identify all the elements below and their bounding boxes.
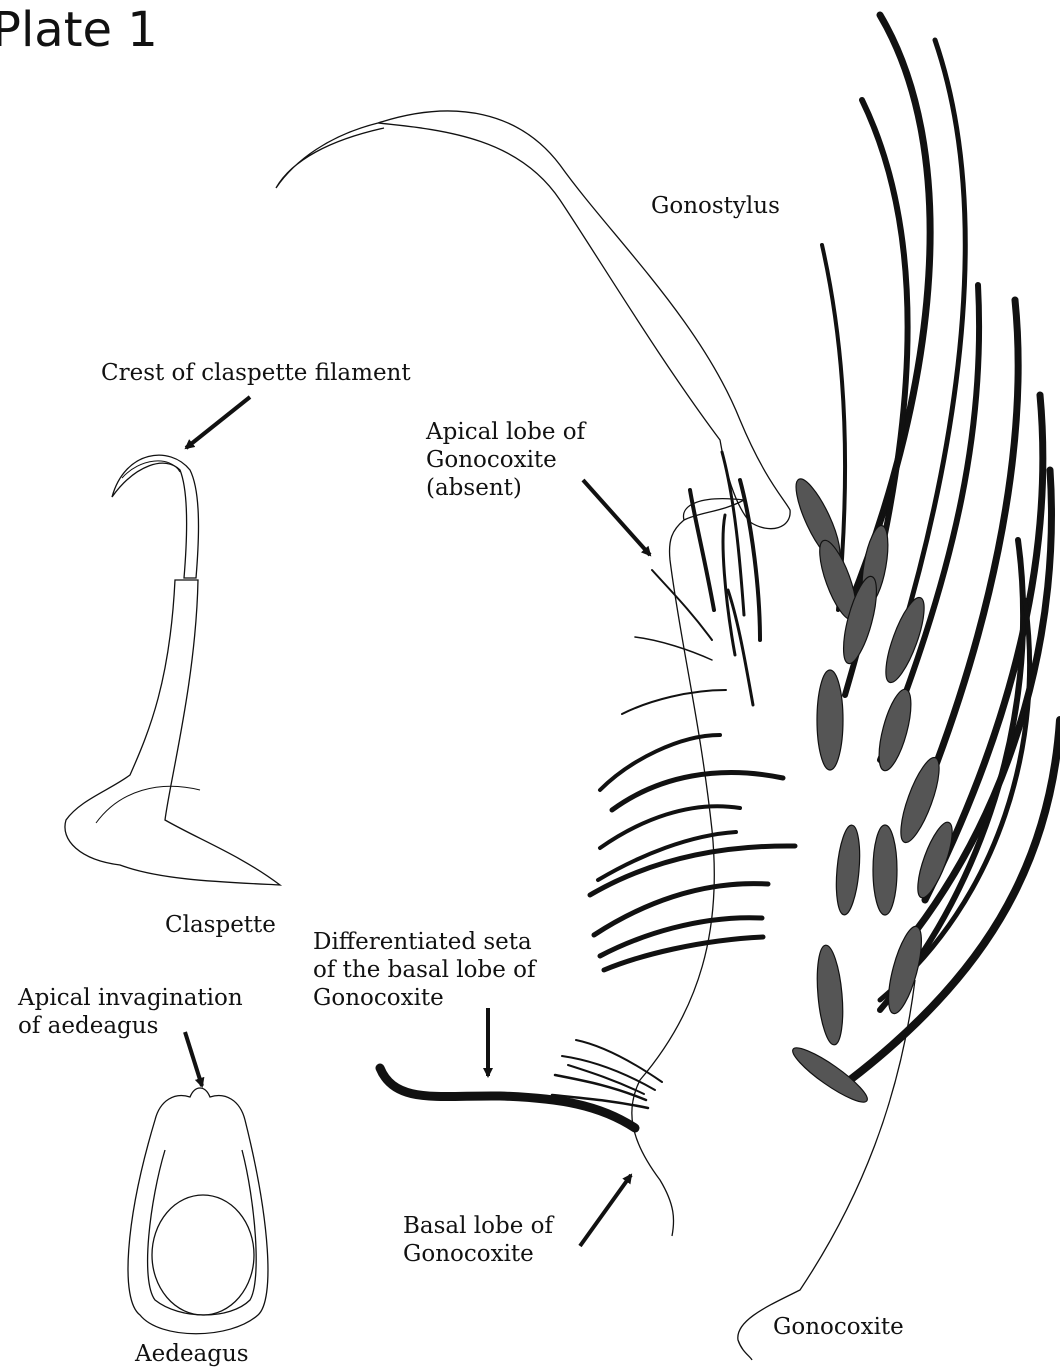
label-basal-lobe: Basal lobe of Gonocoxite bbox=[403, 1212, 553, 1268]
label-differentiated-seta-line: Differentiated seta bbox=[313, 928, 535, 956]
label-apical-lobe-line: Apical lobe of bbox=[426, 418, 585, 446]
label-gonocoxite: Gonocoxite bbox=[773, 1313, 904, 1341]
aedeagus-inner bbox=[148, 1150, 257, 1315]
label-gonostylus: Gonostylus bbox=[651, 192, 780, 220]
claspette-stem bbox=[65, 580, 280, 885]
claspette-crest bbox=[122, 461, 180, 478]
label-differentiated-seta-line: Gonocoxite bbox=[313, 984, 535, 1012]
long-setae bbox=[822, 15, 1060, 1080]
label-apical-invagination-line: Apical invagination bbox=[18, 984, 243, 1012]
label-claspette: Claspette bbox=[165, 911, 276, 939]
aedeagus-ring bbox=[152, 1195, 254, 1315]
claspette-base-line bbox=[96, 786, 200, 823]
short-setae bbox=[590, 452, 795, 970]
plate-title: Plate 1 bbox=[0, 6, 158, 54]
pointer-arrows bbox=[185, 397, 650, 1246]
arrow-basal-lobe bbox=[580, 1175, 631, 1246]
label-differentiated-seta-line: of the basal lobe of bbox=[313, 956, 535, 984]
label-basal-lobe-line: Basal lobe of bbox=[403, 1212, 553, 1240]
label-crest-of-claspette-filament: Crest of claspette filament bbox=[101, 359, 411, 387]
label-apical-invagination-line: of aedeagus bbox=[18, 1012, 243, 1040]
aedeagus-outer bbox=[128, 1088, 268, 1334]
label-apical-invagination: Apical invagination of aedeagus bbox=[18, 984, 243, 1040]
gonostylus-claw bbox=[276, 123, 384, 188]
differentiated-seta bbox=[380, 1068, 635, 1128]
label-differentiated-seta: Differentiated seta of the basal lobe of… bbox=[313, 928, 535, 1012]
label-apical-lobe-line: Gonocoxite bbox=[426, 446, 585, 474]
arrow-apical-lobe bbox=[583, 480, 650, 555]
arrow-crest bbox=[186, 397, 250, 448]
aedeagus bbox=[128, 1088, 268, 1334]
claspette bbox=[65, 455, 280, 885]
label-aedeagus: Aedeagus bbox=[135, 1340, 249, 1368]
label-basal-lobe-line: Gonocoxite bbox=[403, 1240, 553, 1268]
basal-lobe-setae bbox=[380, 1040, 662, 1128]
label-apical-lobe-line: (absent) bbox=[426, 474, 585, 502]
label-apical-lobe: Apical lobe of Gonocoxite (absent) bbox=[426, 418, 585, 502]
scale-setae bbox=[787, 474, 959, 1109]
arrow-apical-invagination bbox=[185, 1032, 202, 1086]
claspette-filament bbox=[112, 455, 198, 578]
